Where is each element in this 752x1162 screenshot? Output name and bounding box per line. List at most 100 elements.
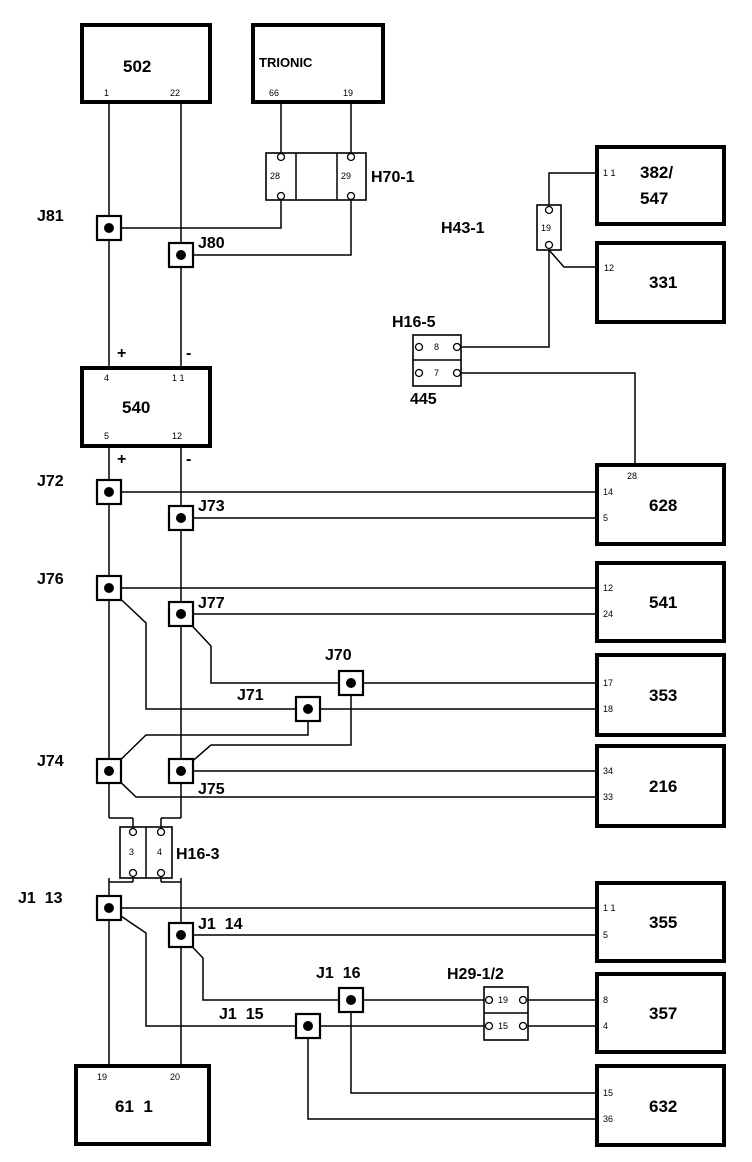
junction-j1-15: J1 15 [219, 1006, 322, 1040]
svg-text:1 1: 1 1 [603, 903, 616, 913]
connector-h16-3-label: H16-3 [176, 846, 220, 863]
svg-text:J77: J77 [198, 595, 225, 612]
svg-text:547: 547 [640, 189, 668, 208]
plus-sign-upper: + [117, 345, 126, 362]
junction-j1-16: J1 16 [316, 965, 365, 1014]
svg-text:J73: J73 [198, 498, 225, 515]
svg-text:628: 628 [649, 496, 677, 515]
svg-text:20: 20 [170, 1072, 180, 1082]
svg-text:382/: 382/ [640, 163, 673, 182]
svg-text:1 1: 1 1 [172, 373, 185, 383]
module-357: 357 8 4 [595, 972, 726, 1054]
svg-text:7: 7 [434, 368, 439, 378]
svg-text:4: 4 [104, 373, 109, 383]
svg-text:12: 12 [603, 583, 613, 593]
svg-text:18: 18 [603, 704, 613, 714]
minus-sign-lower: - [186, 451, 191, 468]
svg-text:19: 19 [541, 223, 551, 233]
svg-text:353: 353 [649, 686, 677, 705]
connector-h29-1-2: 19 15 H29-1/2 [447, 966, 529, 1041]
svg-text:1: 1 [104, 88, 109, 98]
svg-text:19: 19 [498, 995, 508, 1005]
module-502-label: 502 [123, 57, 151, 76]
svg-text:5: 5 [104, 431, 109, 441]
polarity-signs: + - + - [117, 345, 191, 468]
svg-text:36: 36 [603, 1114, 613, 1124]
svg-text:34: 34 [603, 766, 613, 776]
svg-text:J1 16: J1 16 [316, 965, 361, 982]
module-353: 353 17 18 [595, 653, 726, 737]
module-540: 540 4 1 1 5 12 [80, 366, 212, 448]
plus-sign-lower: + [117, 451, 126, 468]
module-632: 632 15 36 [595, 1064, 726, 1147]
module-331: 331 12 [595, 241, 726, 324]
svg-text:J1 14: J1 14 [198, 916, 243, 933]
svg-text:355: 355 [649, 913, 677, 932]
svg-text:61 1: 61 1 [115, 1097, 153, 1116]
svg-text:19: 19 [97, 1072, 107, 1082]
svg-text:12: 12 [604, 263, 614, 273]
connector-h16-5-sublabel: 445 [410, 391, 437, 408]
connector-h70-1: 28 29 H70-1 [265, 152, 415, 201]
svg-text:5: 5 [603, 513, 608, 523]
svg-text:14: 14 [603, 487, 613, 497]
svg-text:28: 28 [270, 171, 280, 181]
svg-text:J1 13: J1 13 [18, 890, 63, 907]
svg-text:J80: J80 [198, 235, 225, 252]
junction-j1-14: J1 14 [167, 916, 243, 949]
svg-text:357: 357 [649, 1004, 677, 1023]
connector-h70-1-label: H70-1 [371, 169, 415, 186]
svg-text:15: 15 [603, 1088, 613, 1098]
junction-j71: J71 [237, 687, 322, 723]
module-216: 216 34 33 [595, 744, 726, 828]
svg-text:331: 331 [649, 273, 677, 292]
svg-text:1 1: 1 1 [603, 168, 616, 178]
junction-j74: J74 [37, 753, 123, 785]
junction-j72: J72 [37, 473, 123, 506]
svg-text:24: 24 [603, 609, 613, 619]
junction-j81: J81 [37, 208, 123, 242]
module-355: 355 1 1 5 [595, 881, 726, 963]
svg-text:541: 541 [649, 593, 677, 612]
connector-h43-1: 19 H43-1 [441, 204, 562, 251]
svg-text:28: 28 [627, 471, 637, 481]
junction-j76: J76 [37, 571, 123, 602]
svg-text:J76: J76 [37, 571, 64, 588]
connector-h29-label: H29-1/2 [447, 966, 504, 983]
junction-j73: J73 [167, 498, 225, 532]
connector-h16-5: 8 7 H16-5 445 [392, 314, 462, 408]
svg-text:J74: J74 [37, 753, 64, 770]
svg-text:J81: J81 [37, 208, 64, 225]
svg-text:J70: J70 [325, 647, 352, 664]
minus-sign-upper: - [186, 345, 191, 362]
connector-h43-1-label: H43-1 [441, 220, 485, 237]
svg-text:29: 29 [341, 171, 351, 181]
svg-text:3: 3 [129, 847, 134, 857]
module-628: 628 28 14 5 [595, 463, 726, 546]
module-611: 61 1 19 20 [74, 1064, 211, 1146]
junction-j70: J70 [325, 647, 365, 697]
junction-j1-13: J1 13 [18, 890, 123, 922]
svg-text:J75: J75 [198, 781, 225, 798]
svg-text:8: 8 [434, 342, 439, 352]
svg-text:540: 540 [122, 398, 150, 417]
junction-j75: J75 [167, 757, 225, 798]
svg-text:19: 19 [343, 88, 353, 98]
svg-text:66: 66 [269, 88, 279, 98]
module-502: 502 1 22 [80, 23, 212, 104]
module-541: 541 12 24 [595, 561, 726, 643]
junction-j77: J77 [167, 595, 225, 628]
svg-text:J72: J72 [37, 473, 64, 490]
module-trionic: TRIONIC 66 19 [251, 23, 385, 104]
svg-text:4: 4 [603, 1021, 608, 1031]
svg-text:12: 12 [172, 431, 182, 441]
svg-text:4: 4 [157, 847, 162, 857]
module-trionic-label: TRIONIC [259, 55, 313, 70]
svg-text:632: 632 [649, 1097, 677, 1116]
module-382-547: 382/ 547 1 1 [595, 145, 726, 226]
connector-h16-3: 3 4 H16-3 [109, 817, 220, 883]
svg-text:8: 8 [603, 995, 608, 1005]
svg-text:J1 15: J1 15 [219, 1006, 264, 1023]
svg-text:22: 22 [170, 88, 180, 98]
